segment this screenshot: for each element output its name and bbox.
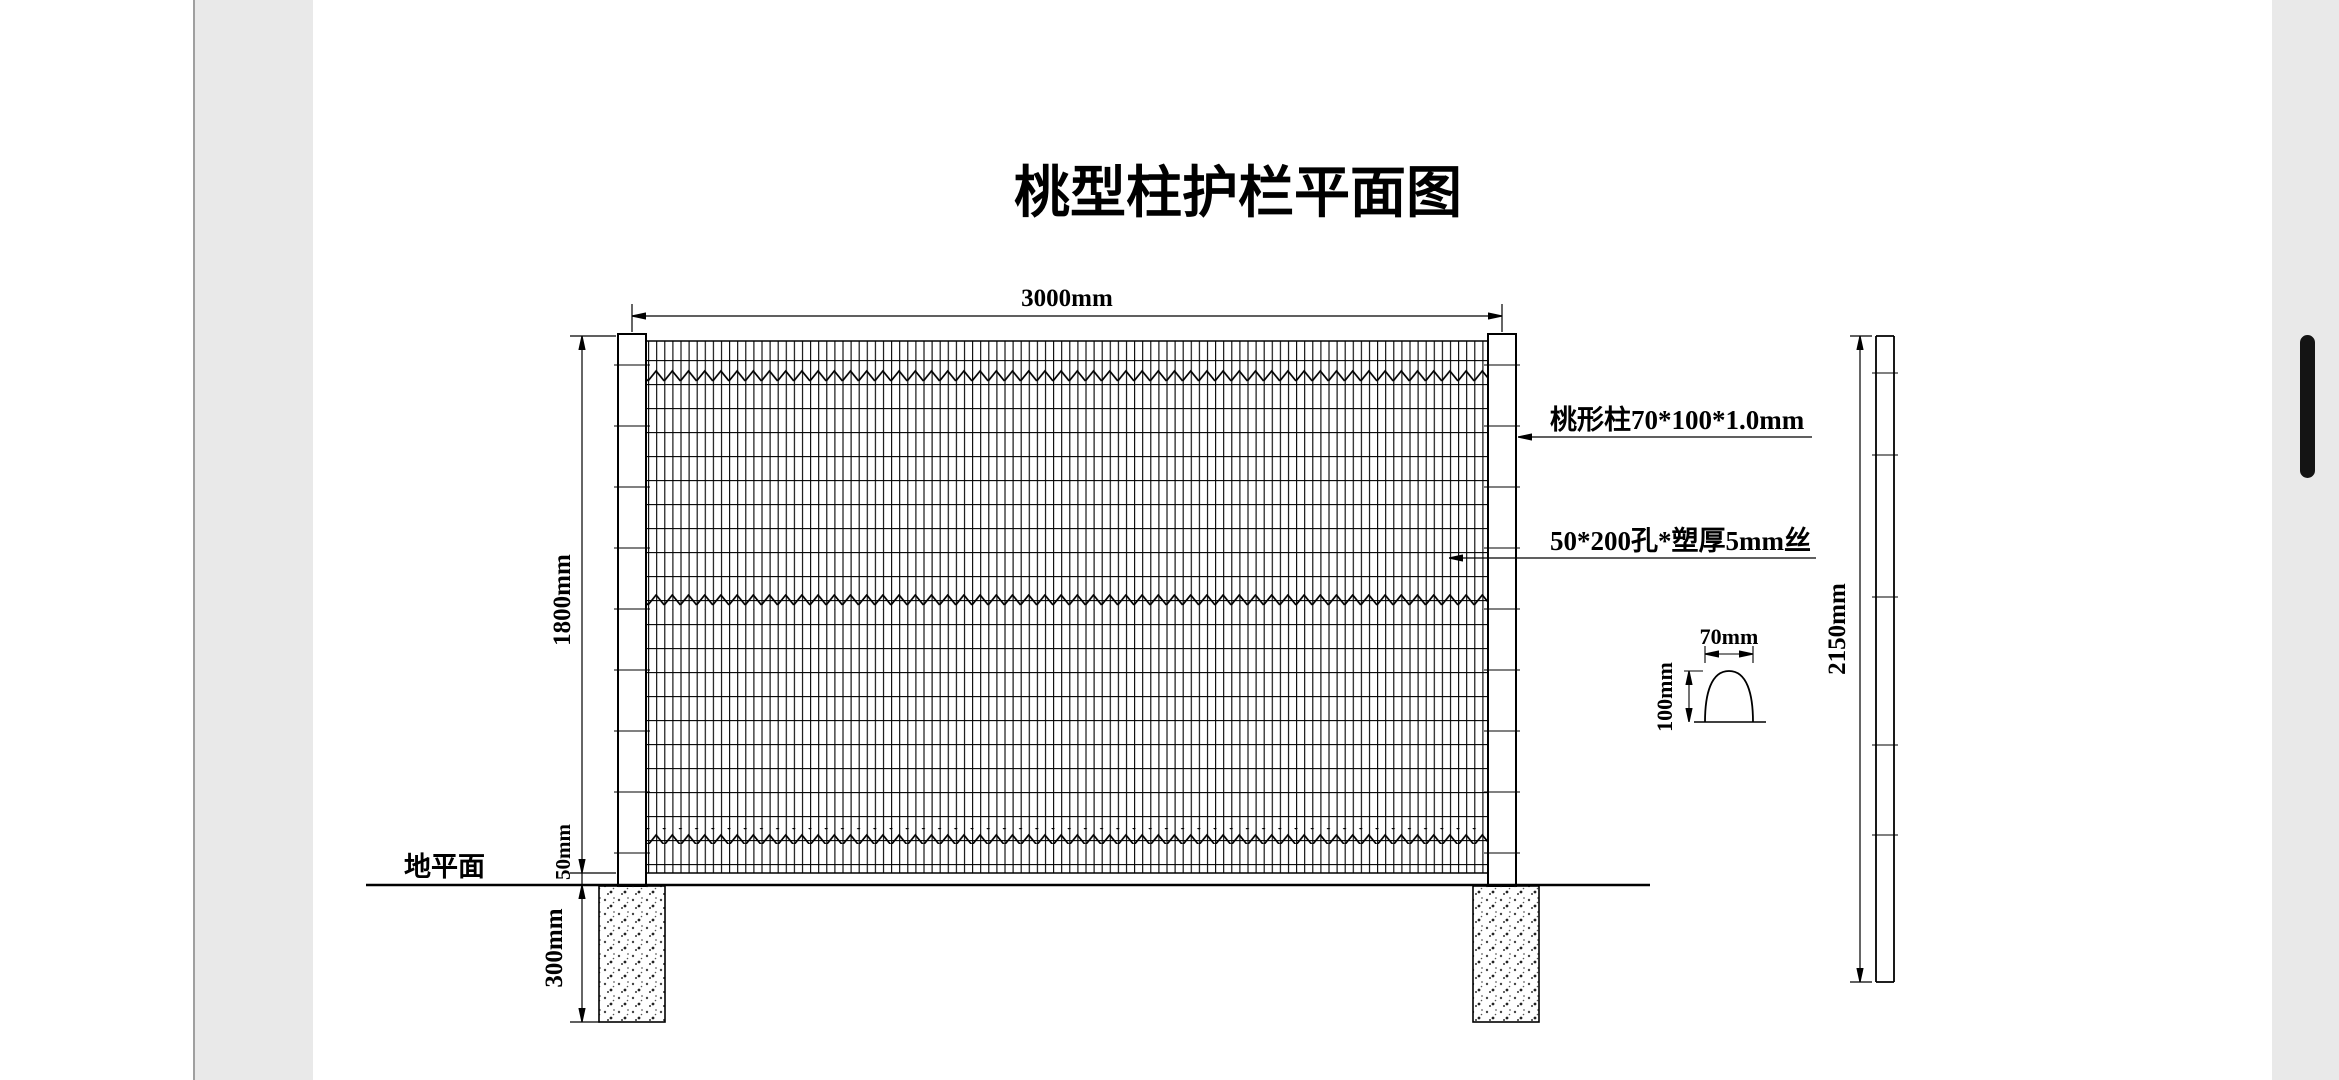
bend-band-top <box>646 368 1488 384</box>
callout-mesh-spec: 50*200孔*塑厚5mm丝 <box>1449 526 1816 558</box>
post-spec-label: 桃形柱70*100*1.0mm <box>1550 405 1805 435</box>
dim-panel-height-label: 1800mm <box>549 554 576 646</box>
right-post <box>1484 333 1520 887</box>
dim-post-total-label: 2150mm <box>1824 583 1851 675</box>
dim-panel-width: 3000mm <box>631 285 1503 332</box>
dim-panel-width-label: 3000mm <box>1021 285 1113 312</box>
mesh-spec-label: 50*200孔*塑厚5mm丝 <box>1550 526 1811 556</box>
dim-ground-gap-label: 50mm <box>551 824 575 880</box>
ground-line: 地平面 <box>366 852 1650 887</box>
drawing-title: 桃型柱护栏平面图 <box>1014 161 1462 224</box>
post-cap-detail: 70mm 100mm <box>1652 624 1766 732</box>
mesh <box>646 340 1488 874</box>
left-page-edge <box>0 0 195 1080</box>
ground-level-label: 地平面 <box>404 852 485 882</box>
post-side-view: 2150mm <box>1824 335 1898 983</box>
bend-band-middle <box>646 594 1488 610</box>
scrollbar-thumb[interactable] <box>2300 335 2315 478</box>
left-post <box>614 333 650 887</box>
foundation-right <box>1472 885 1540 1023</box>
cap-profile <box>1704 670 1754 723</box>
dim-left-column: 1800mm 50mm 300mm <box>541 335 616 1023</box>
callout-post-spec: 桃形柱70*100*1.0mm <box>1518 405 1812 437</box>
dim-cap-width-label: 70mm <box>1700 624 1759 649</box>
dim-cap-height-label: 100mm <box>1652 662 1677 732</box>
bend-band-bottom <box>646 828 1488 844</box>
fence-panel <box>614 333 1520 887</box>
foundation-left <box>598 885 666 1023</box>
dim-foundation-depth-label: 300mm <box>541 908 568 987</box>
